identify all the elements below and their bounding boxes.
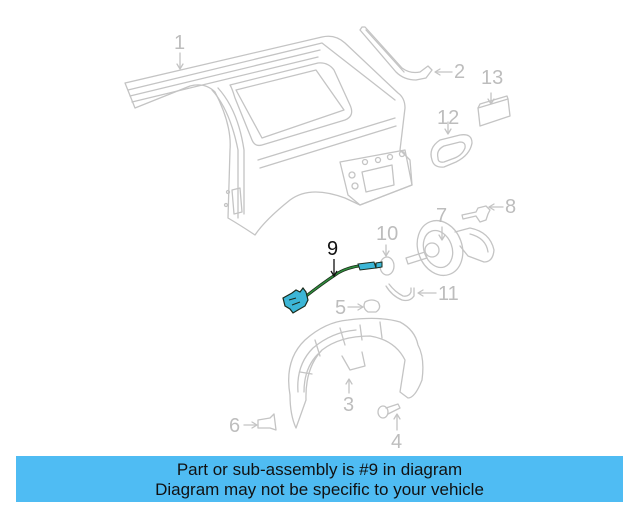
hose-part-11[interactable]	[385, 283, 415, 302]
banner-part-note: Part or sub-assembly is #9 in diagram	[176, 460, 463, 479]
clip-part-5[interactable]	[363, 299, 381, 313]
callout-8[interactable]: 8	[505, 196, 517, 218]
callout-13[interactable]: 13	[481, 67, 504, 89]
callout-9[interactable]: 9	[327, 238, 339, 260]
side-marker-part-12[interactable]	[430, 134, 473, 168]
screw-part-4[interactable]	[377, 403, 401, 419]
callout-5[interactable]: 5	[335, 297, 347, 319]
retainer-part-6[interactable]	[257, 413, 277, 431]
callout-10[interactable]: 10	[376, 223, 399, 245]
info-banner: Part or sub-assembly is #9 in diagram Di…	[16, 456, 623, 502]
callout-2[interactable]: 2	[454, 61, 466, 83]
callout-11[interactable]: 11	[438, 283, 459, 305]
callout-1[interactable]: 1	[174, 32, 186, 54]
callout-12[interactable]: 12	[437, 107, 460, 129]
reflector-part-13[interactable]	[477, 95, 511, 127]
pillar-trim-part-2[interactable]	[359, 26, 433, 81]
banner-disclaimer: Diagram may not be specific to your vehi…	[155, 480, 484, 499]
wheel-house-liner-part-3[interactable]	[288, 317, 424, 429]
fuel-door-part-7[interactable]	[405, 214, 495, 282]
callout-3[interactable]: 3	[343, 394, 355, 416]
callout-4[interactable]: 4	[391, 431, 403, 453]
quarter-panel-part-1[interactable]	[124, 35, 413, 236]
release-cable-part-9[interactable]	[282, 259, 383, 314]
leader-arrows	[176, 52, 504, 431]
callout-6[interactable]: 6	[229, 415, 241, 437]
actuator-part-8[interactable]	[461, 205, 491, 223]
callout-7[interactable]: 7	[436, 205, 448, 227]
